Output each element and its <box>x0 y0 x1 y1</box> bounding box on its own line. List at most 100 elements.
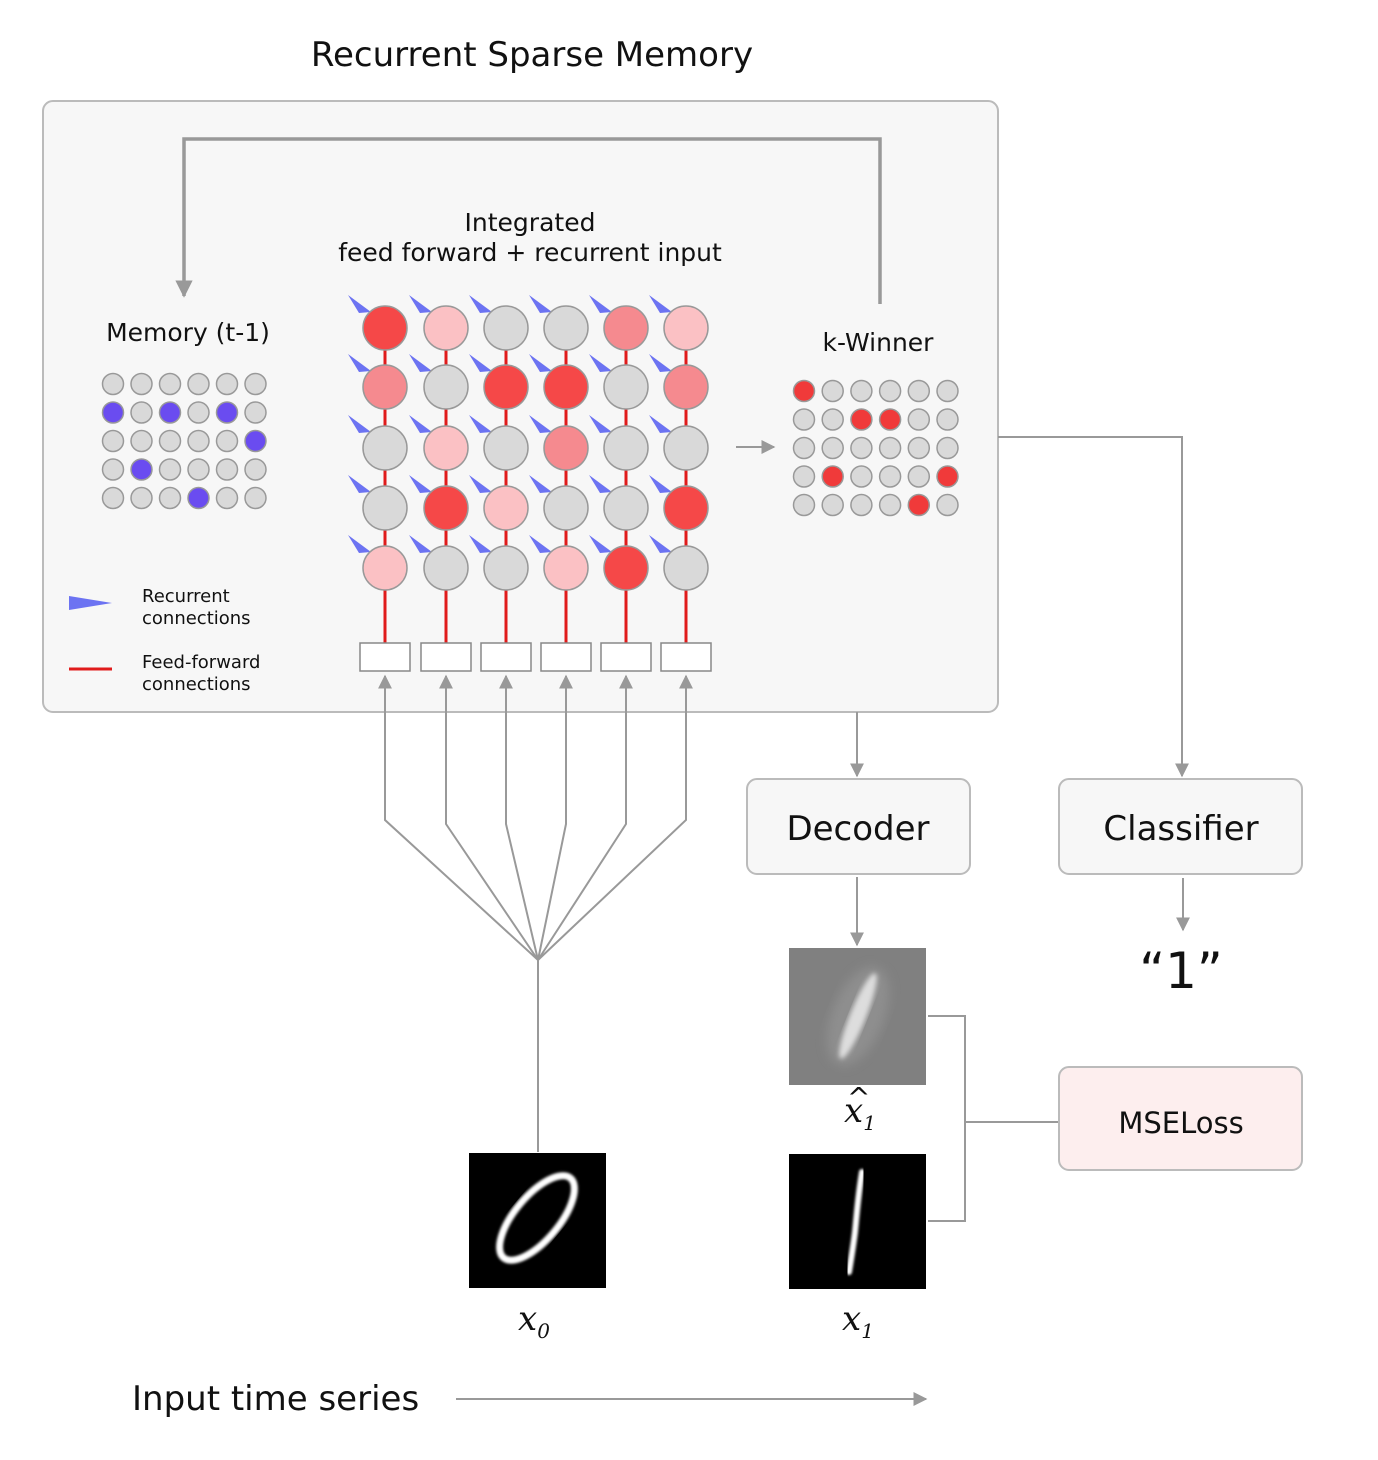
memory-grid <box>101 372 267 510</box>
fan-branch <box>378 674 539 961</box>
time-series-label: Input time series <box>132 1379 419 1419</box>
integrated-cell <box>543 545 589 591</box>
decoder-box: Decoder <box>746 778 971 875</box>
memory-cell <box>187 458 210 481</box>
input-box <box>540 642 592 672</box>
recurrent-connection <box>469 354 492 372</box>
integrated-cell <box>603 305 649 351</box>
memory-cell <box>101 486 125 510</box>
kwinner-cell <box>792 408 816 431</box>
recurrent-connection <box>409 295 432 313</box>
integrated-cell <box>362 305 408 351</box>
kwinner-cell <box>821 493 844 517</box>
integrated-network <box>348 295 712 672</box>
recurrent-connection <box>649 415 672 433</box>
fan-branch <box>537 674 693 961</box>
memory-cell <box>244 372 267 396</box>
recurrent-connection <box>529 415 552 433</box>
diagram-title: Recurrent Sparse Memory <box>311 35 753 75</box>
kwinner-cell <box>878 436 902 460</box>
integrated-cell <box>423 545 469 591</box>
kwinner-to-classifier-arrow <box>998 436 1189 778</box>
recurrent-connection <box>589 415 612 433</box>
kwinner-cell-active <box>907 493 931 517</box>
mseloss-box: MSELoss <box>1058 1066 1303 1171</box>
kwinner-cell <box>792 493 816 517</box>
integrated-cell <box>543 305 589 351</box>
classifier-output: “1” <box>1139 942 1223 1000</box>
kwinner-cell <box>850 493 873 517</box>
memory-cell <box>158 372 182 396</box>
feedback-arrow <box>175 137 882 304</box>
memory-cell <box>130 401 153 424</box>
target-label: x1 <box>842 1299 874 1343</box>
input-image <box>469 1153 606 1288</box>
integrated-cell <box>362 545 408 591</box>
kwinner-cell-active <box>878 408 902 431</box>
recon-label: x1 <box>844 1091 876 1135</box>
memory-cell <box>158 458 182 481</box>
fan-branch <box>499 674 539 961</box>
recurrent-connection <box>348 415 371 433</box>
kwinner-cell <box>878 493 902 517</box>
integrated-cell <box>423 485 469 531</box>
recurrent-connection <box>649 475 672 493</box>
integrated-cell <box>483 305 529 351</box>
memory-cell-active <box>130 458 153 481</box>
recurrent-connection <box>348 354 371 372</box>
kwinner-cell <box>850 379 873 403</box>
integrated-cell <box>663 545 709 591</box>
integrated-cell <box>663 425 709 471</box>
rsm-panel <box>42 100 999 713</box>
input-box <box>359 642 411 672</box>
memory-cell <box>158 429 182 453</box>
recurrent-connection <box>589 535 612 553</box>
integrated-cell <box>603 485 649 531</box>
recurrent-connection <box>469 295 492 313</box>
fan-branch <box>439 674 539 961</box>
kwinner-cell <box>850 465 873 488</box>
legend-recurrent-line1: Recurrent <box>142 586 230 607</box>
recurrent-legend-icon <box>69 596 112 610</box>
recurrent-connection <box>649 354 672 372</box>
memory-cell <box>130 429 153 453</box>
kwinner-cell <box>907 465 931 488</box>
kwinner-cell-active <box>850 408 873 431</box>
integrated-cell <box>423 305 469 351</box>
recurrent-connection <box>409 535 432 553</box>
kwinner-cell <box>936 436 959 460</box>
memory-cell <box>158 486 182 510</box>
memory-cell <box>215 429 239 453</box>
kwinner-cell <box>878 379 902 403</box>
loss-label: MSELoss <box>1118 1106 1243 1140</box>
input-box <box>600 642 652 672</box>
recurrent-connection <box>469 535 492 553</box>
memory-cell <box>215 486 239 510</box>
kwinner-cell <box>821 379 844 403</box>
memory-cell-active <box>158 401 182 424</box>
recurrent-connection <box>348 535 371 553</box>
integrated-cell <box>603 364 649 410</box>
recurrent-connection <box>589 354 612 372</box>
recurrent-connection <box>409 475 432 493</box>
memory-cell-active <box>187 486 210 510</box>
memory-cell <box>187 372 210 396</box>
kwinner-cell <box>850 436 873 460</box>
kwinner-cell <box>936 408 959 431</box>
integrated-cell <box>663 305 709 351</box>
integrated-cell <box>483 485 529 531</box>
recurrent-connection <box>348 295 371 313</box>
integrated-cell <box>483 364 529 410</box>
kwinner-cell <box>907 436 931 460</box>
recurrent-connection <box>348 475 371 493</box>
memory-cell <box>244 486 267 510</box>
integrated-cell <box>362 425 408 471</box>
kwinner-cell <box>907 379 931 403</box>
memory-cell <box>187 429 210 453</box>
memory-cell-active <box>101 401 125 424</box>
recurrent-connection <box>649 535 672 553</box>
integrated-cell <box>603 545 649 591</box>
memory-cell-active <box>244 429 267 453</box>
kwinner-cell-active <box>821 465 844 488</box>
